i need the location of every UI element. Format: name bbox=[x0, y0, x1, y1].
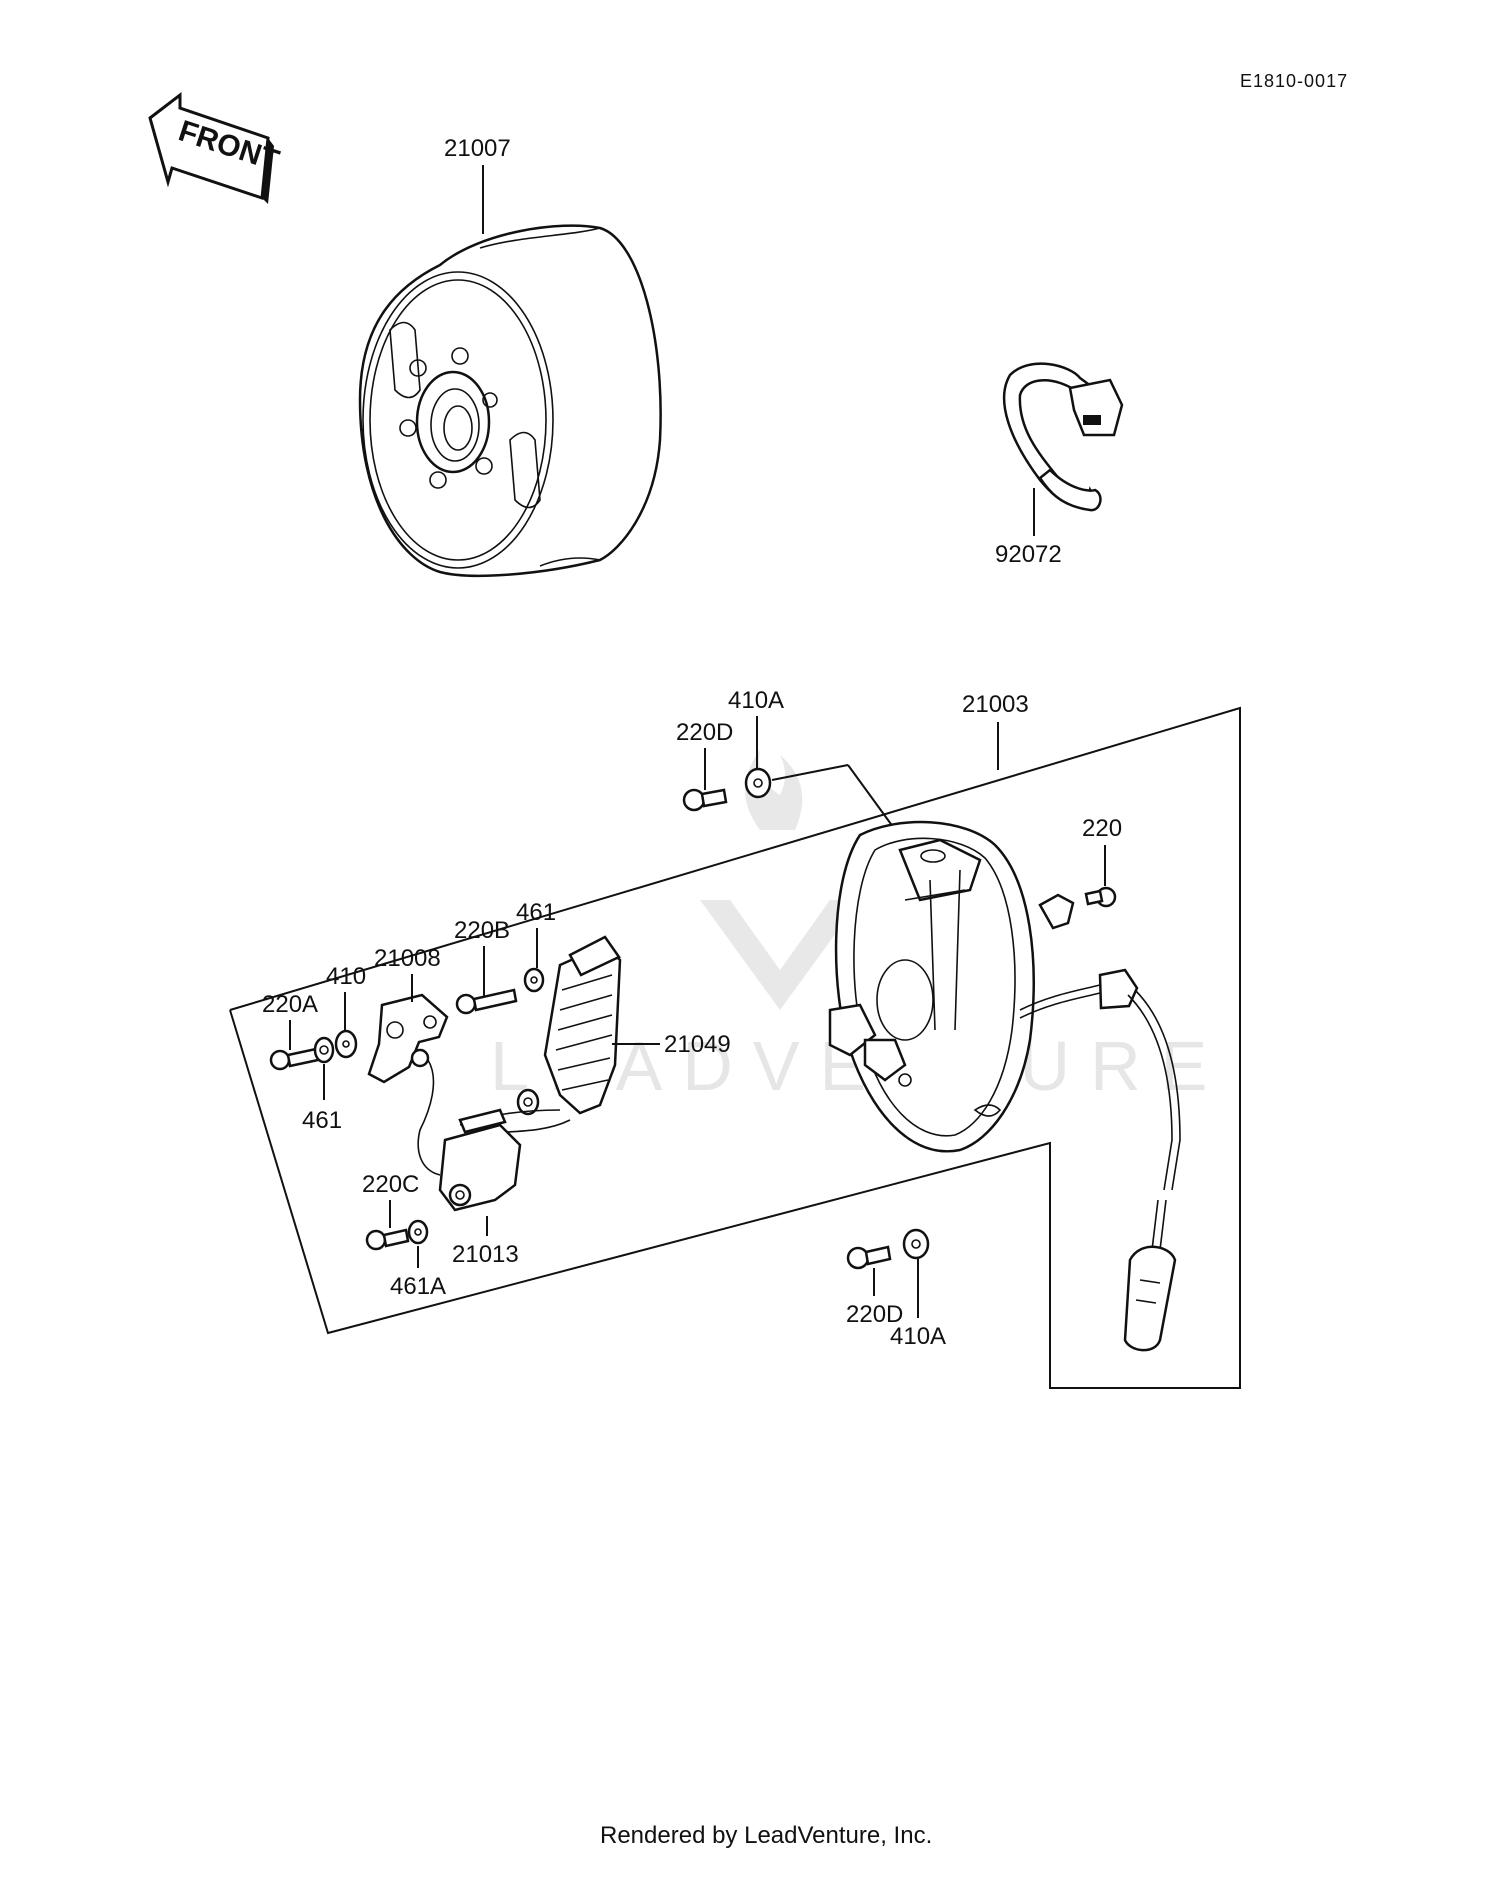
callout-92072: 92072 bbox=[995, 541, 1062, 568]
screw-220C-part bbox=[365, 1228, 410, 1251]
callout-220B: 220B bbox=[454, 917, 510, 944]
diagram-code: E1810-0017 bbox=[1240, 71, 1348, 91]
callout-21013: 21013 bbox=[452, 1241, 519, 1268]
callout-21049: 21049 bbox=[664, 1031, 731, 1058]
washer-bottom-part bbox=[902, 1228, 930, 1260]
callout-461-coil: 461 bbox=[516, 899, 556, 926]
ignition-coil-part bbox=[543, 935, 622, 1115]
callout-410A-bottom: 410A bbox=[890, 1323, 946, 1350]
callout-461A: 461A bbox=[390, 1273, 446, 1300]
callout-21003: 21003 bbox=[962, 691, 1029, 718]
footer-credit: Rendered by LeadVenture, Inc. bbox=[600, 1822, 932, 1849]
callout-220A: 220A bbox=[262, 991, 318, 1018]
washer-left-part bbox=[334, 1029, 358, 1059]
wire-harness-part bbox=[1019, 968, 1181, 1352]
flywheel-part bbox=[358, 224, 662, 578]
callout-461-left: 461 bbox=[302, 1107, 342, 1134]
screw-bottom-part bbox=[846, 1245, 892, 1270]
screw-right-part bbox=[1084, 886, 1117, 908]
callout-220D-top: 220D bbox=[676, 719, 733, 746]
callout-21007: 21007 bbox=[444, 135, 511, 162]
lockwasher-coil-part bbox=[523, 967, 545, 993]
callout-21008: 21008 bbox=[374, 945, 441, 972]
lockwasher-left-part bbox=[313, 1036, 335, 1064]
callout-220C: 220C bbox=[362, 1171, 419, 1198]
callout-410A-top: 410A bbox=[728, 687, 784, 714]
screw-220B-part bbox=[455, 988, 518, 1015]
front-arrow-icon: FRONT bbox=[148, 91, 283, 204]
callout-220D-bottom: 220D bbox=[846, 1301, 903, 1328]
callout-220: 220 bbox=[1082, 815, 1122, 842]
stator-plate-part bbox=[828, 820, 1035, 1153]
screw-220A-part bbox=[269, 1047, 320, 1071]
washer-top-part bbox=[744, 767, 772, 799]
screw-top-part bbox=[682, 788, 728, 812]
nut-part bbox=[516, 1088, 540, 1116]
callout-410: 410 bbox=[326, 963, 366, 990]
clip-part bbox=[1038, 893, 1075, 930]
lockwasher-lower-part bbox=[407, 1219, 429, 1245]
pickup-part bbox=[367, 993, 449, 1084]
stator-assembly-outline bbox=[229, 706, 1241, 1389]
contact-breaker-part bbox=[417, 1059, 571, 1212]
band-clamp-part bbox=[1002, 362, 1124, 512]
